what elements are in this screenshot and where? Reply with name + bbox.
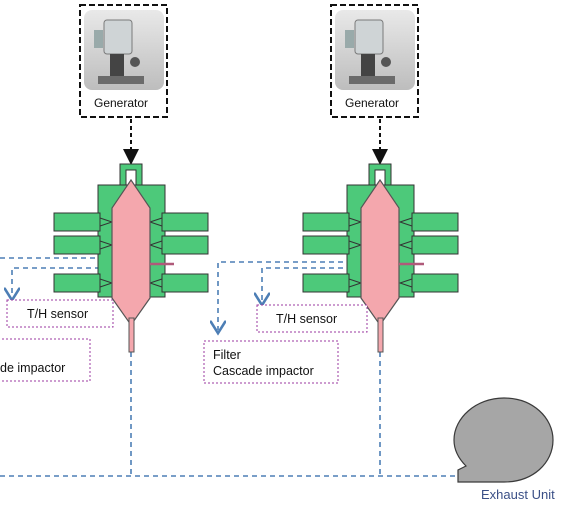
th-sensor-label-right: T/H sensor (276, 312, 338, 326)
impactor-label-right: Cascade impactor (213, 364, 314, 378)
reaction-chamber-left (111, 178, 151, 327)
generator-label-right: Generator (345, 96, 400, 110)
filter-impactor-box-right (203, 340, 339, 384)
th-sensor-box-left (6, 299, 114, 328)
generator-photo-right (335, 10, 415, 90)
outlet-pipe-right (377, 317, 384, 353)
th-sensor-label-left: T/H sensor (27, 307, 89, 321)
impactor-box-left (0, 338, 91, 382)
sampling-lines-left (0, 257, 100, 297)
exhaust-duct-lines (0, 352, 458, 477)
exhaust-unit-label: Exhaust Unit (481, 487, 555, 502)
generator-photo-left (84, 10, 164, 90)
sampling-lines-right (218, 261, 352, 330)
generator-label-left: Generator (94, 96, 149, 110)
impactor-label-left: de impactor (0, 361, 66, 375)
exhaust-unit (453, 397, 554, 483)
right-unit (203, 4, 459, 384)
th-sensor-box-right (256, 304, 368, 333)
left-unit (0, 4, 209, 382)
outlet-pipe-left (128, 317, 135, 353)
filter-label-right: Filter (213, 348, 241, 362)
reaction-chamber-right (360, 178, 400, 327)
